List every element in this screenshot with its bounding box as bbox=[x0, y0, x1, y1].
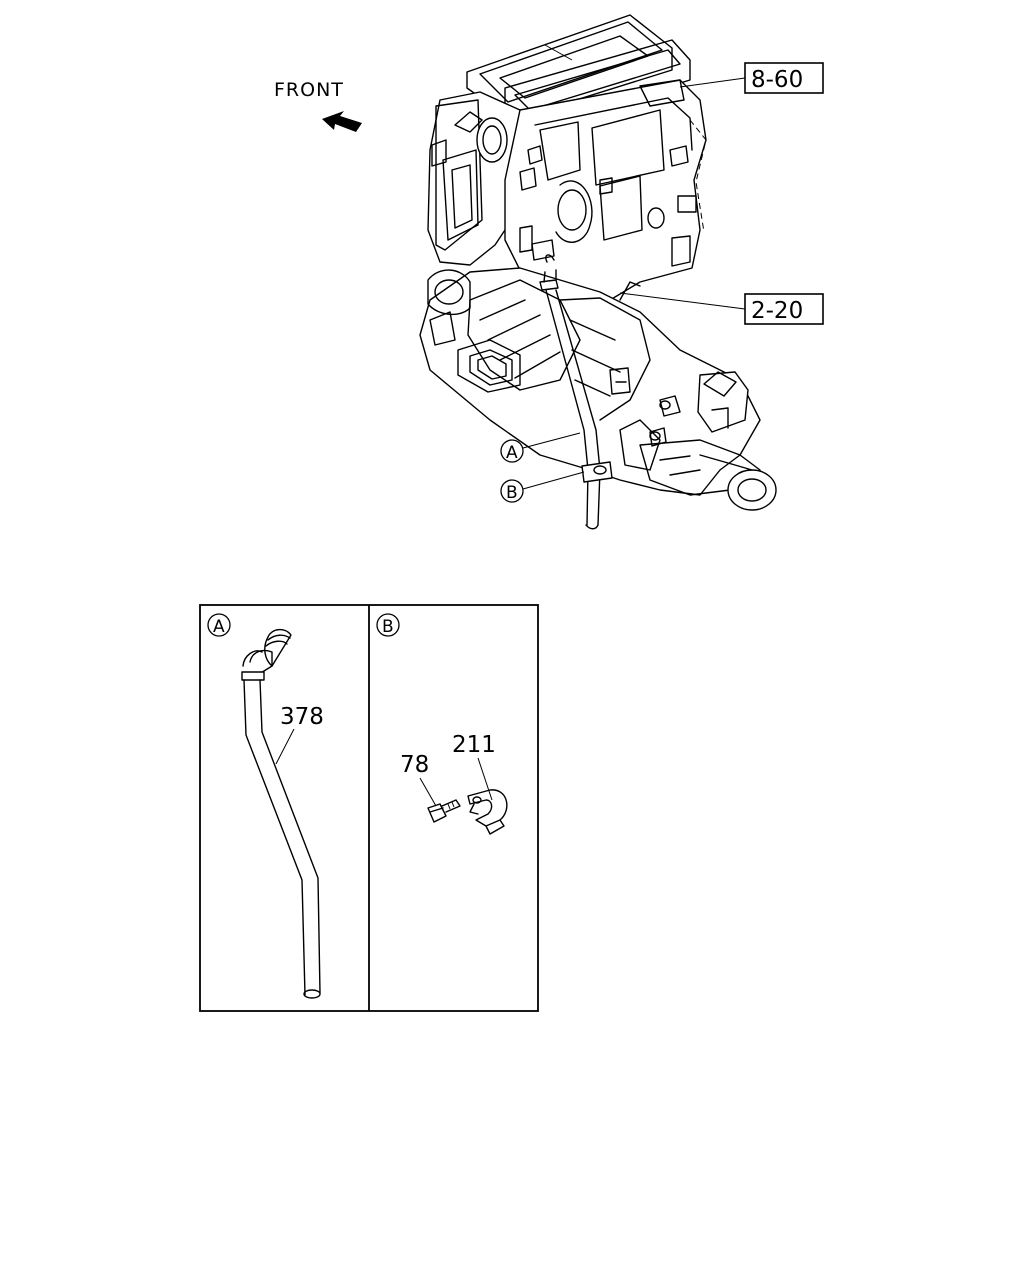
part-number-78: 78 bbox=[400, 752, 429, 778]
leader-line bbox=[477, 757, 493, 801]
callout-circle bbox=[500, 479, 524, 503]
detail-a-tag-circle bbox=[207, 613, 231, 637]
detail-b-tag: B bbox=[382, 617, 394, 637]
detail-a-tag: A bbox=[213, 617, 225, 637]
reference-label: 8-60 bbox=[751, 67, 803, 93]
callout-circle bbox=[500, 439, 524, 463]
drain-hose-part-378[interactable] bbox=[241, 628, 321, 999]
leader-line bbox=[419, 777, 437, 807]
leader-line bbox=[619, 292, 746, 310]
front-indicator: FRONT bbox=[274, 79, 362, 132]
callout-a[interactable]: A bbox=[500, 432, 581, 463]
hose-clip-part-211[interactable] bbox=[467, 789, 508, 835]
reference-label: 2-20 bbox=[751, 298, 803, 324]
bolt-part-78[interactable] bbox=[427, 799, 461, 823]
leader-line bbox=[679, 77, 746, 88]
callout-label: A bbox=[506, 443, 518, 463]
callout-b[interactable]: B bbox=[500, 471, 585, 503]
front-label: FRONT bbox=[274, 79, 344, 101]
part-number-211: 211 bbox=[452, 732, 496, 758]
leader-line bbox=[522, 432, 581, 449]
front-arrow-icon bbox=[322, 111, 362, 132]
part-number-378: 378 bbox=[280, 704, 324, 730]
detail-panels: A 378 B bbox=[199, 604, 539, 1012]
detail-a: A 378 bbox=[207, 613, 324, 999]
drain-hose bbox=[539, 254, 613, 530]
reference-box bbox=[744, 62, 824, 94]
reference-8-60[interactable]: 8-60 bbox=[679, 62, 824, 94]
detail-b-tag-circle bbox=[376, 613, 400, 637]
leader-line bbox=[275, 728, 295, 765]
hvac-assembly bbox=[419, 14, 777, 511]
leader-line bbox=[522, 471, 585, 490]
detail-b: B 211 78 bbox=[376, 613, 508, 835]
reference-2-20[interactable]: 2-20 bbox=[619, 292, 824, 325]
callout-label: B bbox=[506, 483, 518, 503]
